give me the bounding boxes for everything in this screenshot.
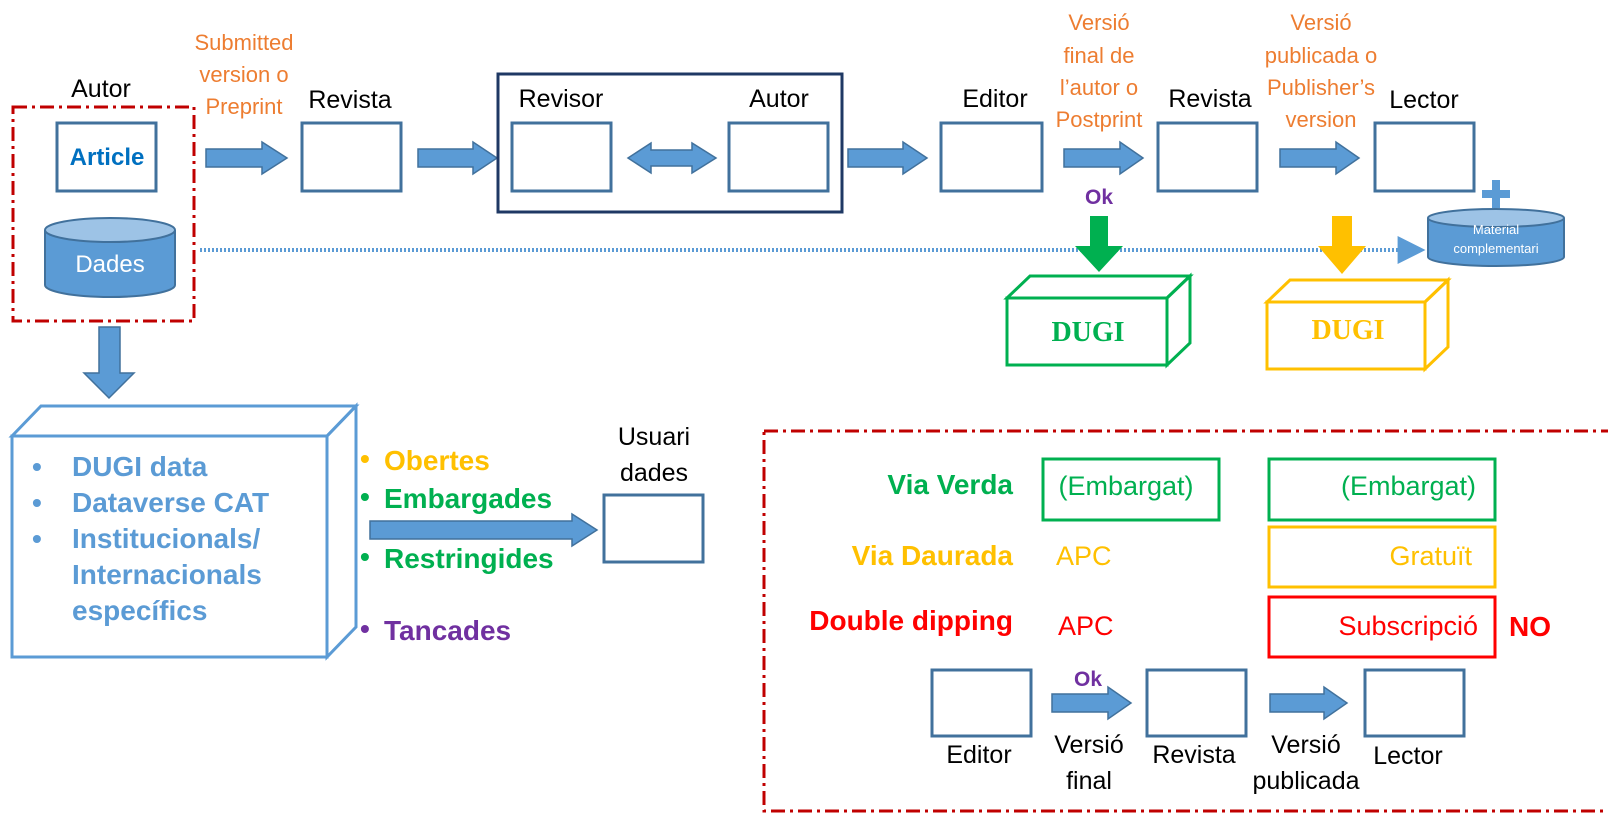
article-box: [55, 121, 158, 193]
arrow-revista-to-review: [417, 140, 499, 176]
submitted-line-2: version o: [199, 62, 288, 87]
versio-publicada-line-1: Versió: [1290, 10, 1351, 35]
access-restringides: Restringides: [384, 543, 554, 574]
bullet-obertes: •: [360, 443, 370, 474]
revisor-label: Revisor: [519, 85, 604, 113]
repo-item-especifics: específics: [72, 595, 207, 626]
versio-final-line-1: Versió: [1068, 10, 1129, 35]
submitted-line-3: Preprint: [205, 94, 282, 119]
access-obertes: Obertes: [384, 445, 490, 476]
dugi-gold-label: DUGI: [1311, 315, 1384, 346]
via-verda-right-text: (Embargat): [1341, 471, 1476, 501]
lector-label: Lector: [1389, 86, 1458, 114]
author-frame: [11, 105, 196, 323]
bottom-versio-final-1: Versió: [1054, 731, 1123, 759]
bottom-arrow-2: [1269, 685, 1349, 721]
green-down-arrow: [1075, 216, 1123, 272]
repo-item-institucionals: Institucionals/: [72, 523, 260, 554]
bottom-arrow-1: [1051, 685, 1133, 721]
arrow-revista-to-lector: [1279, 140, 1361, 176]
repo-item-dugi-data: DUGI data: [72, 451, 208, 482]
dugi-gold-box: [1263, 276, 1452, 373]
access-embargades: Embargades: [384, 483, 552, 514]
repo-bullet-3: •: [32, 523, 42, 554]
bottom-ok-label: Ok: [1074, 668, 1102, 691]
plus-icon: [1482, 180, 1510, 208]
usuari-box: [602, 493, 705, 564]
lector-box: [1373, 121, 1476, 193]
bottom-lector-box: [1363, 668, 1466, 738]
versio-publicada-line-4: version: [1286, 107, 1357, 132]
versio-publicada-line-3: Publisher’s: [1267, 75, 1375, 100]
repo-bullet-1: •: [32, 451, 42, 482]
bottom-revista-box: [1145, 668, 1248, 738]
bullet-restringides: •: [360, 541, 370, 572]
revista2-label: Revista: [1168, 85, 1251, 113]
bullet-tancades: •: [360, 613, 370, 644]
via-verda-label: Via Verda: [887, 469, 1013, 500]
material-line-1: Material: [1473, 222, 1519, 237]
dugi-green-box: [1003, 272, 1194, 369]
revista-label: Revista: [308, 86, 391, 114]
editor-box: [939, 121, 1044, 193]
via-daurada-apc: APC: [1056, 541, 1112, 571]
bottom-versio-publicada-1: Versió: [1271, 731, 1340, 759]
usuari-line-1: Usuari: [618, 423, 690, 451]
gold-down-arrow: [1318, 216, 1366, 274]
bullet-embargades: •: [360, 481, 370, 512]
autor-label: Autor: [71, 75, 131, 103]
dades-cylinder-icon: [44, 217, 176, 298]
no-label: NO: [1509, 611, 1551, 642]
repo-item-dataverse: Dataverse CAT: [72, 487, 269, 518]
autor2-label: Autor: [749, 85, 809, 113]
via-verda-right-box: [1267, 457, 1497, 522]
double-dipping-right-box: [1267, 595, 1497, 659]
via-daurada-right-box: [1267, 525, 1497, 589]
versio-final-line-4: Postprint: [1056, 107, 1143, 132]
bottom-versio-publicada-2: publicada: [1252, 767, 1359, 795]
bottom-editor-label: Editor: [946, 741, 1011, 769]
editor-label: Editor: [962, 85, 1027, 113]
ok-label: Ok: [1085, 186, 1113, 209]
double-dipping-right-text: Subscripció: [1338, 611, 1478, 641]
autor2-box: [727, 121, 830, 193]
arrow-author-down: [82, 326, 136, 400]
bottom-editor-box: [930, 668, 1033, 738]
ways-frame: [762, 429, 1608, 813]
arrow-to-usuari: [369, 512, 599, 548]
revista2-box: [1156, 121, 1259, 193]
repo-item-internacionals: Internacionals: [72, 559, 262, 590]
dades-label: Dades: [75, 251, 144, 278]
double-dipping-apc: APC: [1058, 611, 1114, 641]
material-cylinder-icon: [1427, 208, 1565, 267]
versio-publicada-line-2: publicada o: [1265, 43, 1378, 68]
bottom-lector-label: Lector: [1373, 742, 1442, 770]
arrow-author-to-revista: [205, 140, 289, 176]
versio-final-line-3: l’autor o: [1060, 75, 1138, 100]
arrow-review-double: [626, 141, 718, 175]
revista-box: [300, 121, 403, 193]
via-daurada-right-text: Gratuït: [1389, 541, 1472, 571]
arrow-editor-to-revista: [1063, 140, 1145, 176]
via-verda-left-box: [1041, 457, 1221, 522]
versio-final-line-2: final de: [1064, 43, 1135, 68]
via-verda-left-text: (Embargat): [1058, 471, 1193, 501]
bottom-versio-final-2: final: [1066, 767, 1112, 795]
double-dipping-label: Double dipping: [809, 605, 1013, 636]
submitted-line-1: Submitted: [194, 30, 293, 55]
revisor-box: [510, 121, 613, 193]
article-label: Article: [70, 144, 145, 171]
access-tancades: Tancades: [384, 615, 511, 646]
dugi-green-label: DUGI: [1051, 317, 1124, 348]
material-line-2: complementari: [1453, 241, 1538, 256]
repo-bullet-2: •: [32, 487, 42, 518]
via-daurada-label: Via Daurada: [852, 540, 1014, 571]
review-frame: [496, 72, 844, 214]
arrow-review-to-editor: [847, 140, 929, 176]
usuari-line-2: dades: [620, 459, 688, 487]
repositories-box: [8, 402, 360, 661]
bottom-revista-label: Revista: [1152, 741, 1235, 769]
